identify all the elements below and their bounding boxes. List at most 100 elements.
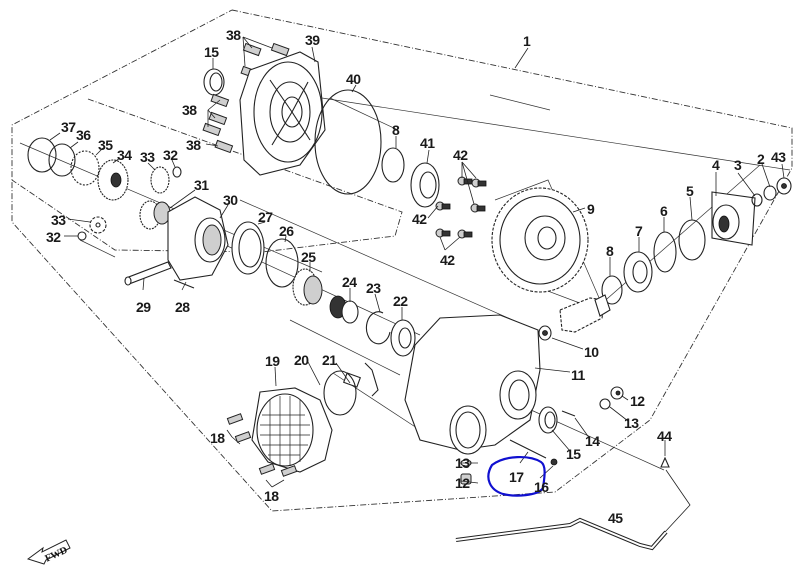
callout-8-right: 8: [606, 243, 614, 259]
callout-14: 14: [585, 433, 600, 449]
callout-26: 26: [279, 223, 294, 239]
part-31-side-gear: [139, 200, 171, 230]
part-15-lower-oil-seal: [538, 406, 558, 434]
part-9-ring-gear: [491, 187, 589, 293]
part-6-seal: [653, 231, 677, 273]
callout-2: 2: [757, 151, 765, 167]
highlight-circle: [487, 456, 546, 497]
callout-9: 9: [587, 201, 595, 217]
callout-24: 24: [342, 274, 357, 290]
part-24-clutch-hub: [329, 295, 359, 324]
callout-15-bottom: 15: [566, 446, 581, 462]
callout-16: 16: [534, 479, 549, 495]
callout-3: 3: [734, 157, 742, 173]
callout-19: 19: [265, 353, 280, 369]
part-20-o-ring: [323, 370, 357, 416]
callout-45: 45: [608, 510, 623, 526]
callout-29: 29: [136, 299, 151, 315]
part-27-bearing: [231, 221, 265, 275]
part-12-drain-plug-right: [610, 386, 624, 400]
part-21-shift-fork: [343, 362, 379, 397]
callout-42-middle: 42: [412, 211, 427, 227]
callout-5: 5: [686, 183, 694, 199]
part-32-washer-top: [172, 166, 182, 178]
callout-38-top: 38: [226, 27, 241, 43]
callout-43: 43: [771, 149, 786, 165]
callout-42-top: 42: [453, 147, 468, 163]
part-33-pinion-gear-bottom: [89, 216, 107, 234]
callout-38-bottom: 38: [186, 137, 201, 153]
part-23-snap-ring: [365, 311, 391, 345]
part-16-ball: [550, 458, 558, 466]
part-26-shim: [265, 238, 299, 288]
callout-12-bottom: 12: [455, 475, 470, 491]
callout-8-top: 8: [392, 122, 400, 138]
part-22-bearing: [390, 319, 416, 357]
callout-1: 1: [523, 33, 531, 49]
callout-15-top: 15: [204, 44, 219, 60]
forward-arrow-label: FWD: [43, 545, 69, 565]
part-2-washer: [763, 185, 777, 201]
callout-28: 28: [175, 299, 190, 315]
part-18-screws: [226, 413, 298, 477]
part-39-cover-housing: [239, 51, 326, 176]
callout-33-bottom: 33: [51, 212, 66, 228]
callout-7: 7: [635, 223, 643, 239]
callout-36: 36: [76, 127, 91, 143]
part-36-washer: [48, 143, 76, 177]
part-37-shim: [27, 137, 57, 173]
callout-23: 23: [366, 280, 381, 296]
part-11-main-housing: [404, 314, 541, 455]
callout-20: 20: [294, 352, 309, 368]
part-40-o-ring: [314, 89, 382, 195]
callout-labels: 1 2 3 4 5 6 7 8 8 9 10 11 12 12 13 13 14…: [46, 27, 787, 526]
callout-35: 35: [98, 137, 113, 153]
callout-32-top: 32: [163, 147, 178, 163]
part-42-bolts: [435, 176, 487, 239]
part-8-shim: [381, 147, 405, 183]
callout-34: 34: [117, 147, 132, 163]
part-25-sleeve: [292, 268, 323, 306]
callout-10: 10: [584, 344, 599, 360]
part-33-pinion-gear-top: [150, 166, 170, 194]
callout-39: 39: [305, 32, 320, 48]
part-44-breather-fitting: [660, 440, 670, 468]
assembly-boundary-outer: [11, 9, 793, 512]
part-14-stud: [561, 410, 576, 417]
part-4-flange: [711, 191, 756, 246]
part-17-shift-rod: [509, 439, 547, 459]
callout-25: 25: [301, 249, 316, 265]
part-5-seal: [678, 219, 706, 261]
callout-31: 31: [194, 177, 209, 193]
part-19-actuator: [251, 387, 333, 473]
callout-38-middle: 38: [182, 102, 197, 118]
callout-11: 11: [571, 367, 586, 383]
callout-13-bottom: 13: [455, 455, 470, 471]
part-41-bearing: [410, 162, 440, 208]
part-30-differential-case: [167, 196, 229, 281]
callout-21: 21: [322, 352, 337, 368]
callout-30: 30: [223, 192, 238, 208]
part-45-breather-hose: [455, 469, 691, 551]
part-3-washer: [751, 193, 763, 207]
part-34-side-gear: [97, 159, 129, 201]
part-8-shim-right: [601, 275, 623, 305]
callout-6: 6: [660, 203, 668, 219]
callout-42-bottom: 42: [440, 252, 455, 268]
part-10-pilot-bearing: [538, 325, 552, 341]
callout-22: 22: [393, 293, 408, 309]
part-13-washer-right: [599, 398, 611, 410]
drive-pinion: [559, 294, 611, 333]
callout-37: 37: [61, 119, 76, 135]
leader-lines: [49, 36, 785, 488]
callout-27: 27: [258, 209, 273, 225]
callout-41: 41: [420, 135, 435, 151]
part-43-nut: [776, 177, 792, 195]
callout-33-top: 33: [140, 149, 155, 165]
part-29-pinion-shaft: [124, 261, 172, 286]
callout-44: 44: [657, 428, 672, 444]
callout-12-right: 12: [630, 393, 645, 409]
differential-subassembly-boundary: [11, 98, 403, 253]
callout-13-right: 13: [624, 415, 639, 431]
